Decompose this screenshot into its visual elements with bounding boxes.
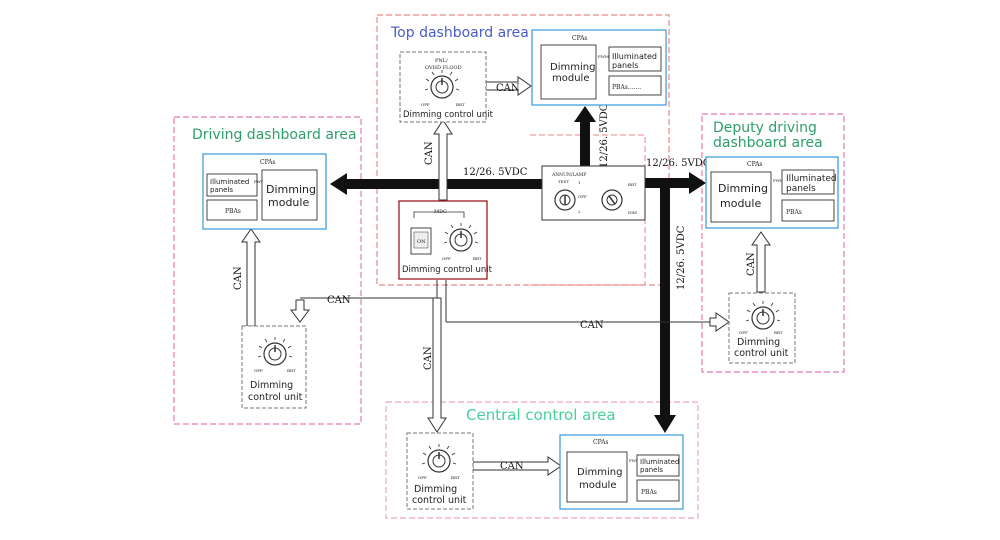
central-dimming-l1: Dimming xyxy=(577,467,622,478)
annun-one: 1 xyxy=(578,180,581,185)
driving-illuminated-l1: Illuminated xyxy=(210,178,249,186)
driving-dashboard-area xyxy=(173,116,362,425)
central-dcu-l2: control unit xyxy=(412,495,467,506)
deputy-off: OFF xyxy=(739,330,748,335)
central-dimming-control-unit: OFF BRT Dimming control unit xyxy=(406,432,474,510)
top-pnl-l2: OVHD FLOOD xyxy=(425,65,462,71)
annun-off: OFF xyxy=(578,194,587,199)
mdc-dcu-label: Dimming control unit xyxy=(402,265,493,275)
top-pbas: PBAs....... xyxy=(612,84,641,91)
can-wiring xyxy=(300,280,720,323)
mdc-brt: BRT xyxy=(473,256,482,261)
top-cpa: CPAs Dimming module PWM Illuminated pane… xyxy=(531,29,667,106)
lamp-test-switch-icon[interactable] xyxy=(554,189,576,211)
mdc-on-text: ON xyxy=(417,239,426,245)
driving-dimming-l2: module xyxy=(268,196,309,209)
deputy-brt: BRT xyxy=(774,330,783,335)
central-area-title: Central control area xyxy=(466,406,616,424)
top-pnl-l1: PNL/ xyxy=(435,58,448,64)
deputy-cpa: CPAs Dimming module PWM Illuminated pane… xyxy=(705,156,839,229)
top-dimming-l1: Dimming xyxy=(550,62,595,73)
power-label-down: 12/26. 5VDC xyxy=(676,225,687,290)
deputy-area-title-line1: Deputy driving xyxy=(713,120,817,136)
can-label-left-branch: CAN xyxy=(327,295,351,306)
deputy-area-title-line2: dashboard area xyxy=(713,135,823,151)
central-off: OFF xyxy=(418,475,427,480)
annun-test: TEST xyxy=(558,179,569,184)
deputy-dcu-l2: control unit xyxy=(734,348,789,359)
annun-two: 2 xyxy=(578,209,581,214)
top-illuminated-l2: panels xyxy=(612,61,638,70)
top-dimming-l2: module xyxy=(552,73,589,84)
annun-brt: BRT xyxy=(628,182,637,187)
top-dimming-control-unit: PNL/ OVHD FLOOD OFF BRT Dimming control … xyxy=(399,51,494,123)
driving-cpa: CPAs Illuminated panels PWM PBAs Dimming… xyxy=(202,153,327,230)
deputy-dimming-l2: module xyxy=(720,197,761,210)
driving-off: OFF xyxy=(254,368,263,373)
central-brt: BRT xyxy=(451,475,460,480)
driving-pwm: PWM xyxy=(254,179,265,184)
power-bus xyxy=(330,106,706,433)
deputy-pbas: PBAs xyxy=(786,209,802,216)
mdc-dimming-control-unit: MDC ON OFF BRT Dimming control unit xyxy=(398,200,493,280)
driving-dcu-l1: Dimming xyxy=(250,380,293,391)
can-label-driving: CAN xyxy=(233,266,244,290)
central-cpa: CPAs Dimming module PWM Illuminated pane… xyxy=(559,434,684,510)
top-cpa-label: CPAs xyxy=(572,35,588,42)
annun-dim: DIM xyxy=(628,210,637,215)
power-label-top: 12/26. 5VDC xyxy=(599,103,610,168)
driving-brt: BRT xyxy=(287,368,296,373)
driving-illuminated-l2: panels xyxy=(210,186,233,194)
driving-dcu-l2: control unit xyxy=(248,392,303,403)
top-area-title: Top dashboard area xyxy=(390,25,529,41)
central-dimming-l2: module xyxy=(579,480,616,491)
top-illuminated-l1: Illuminated xyxy=(612,52,657,61)
can-label-deputy-branch: CAN xyxy=(580,320,604,331)
central-illuminated-l1: Illuminated xyxy=(640,458,679,466)
deputy-cpa-label: CPAs xyxy=(747,161,763,168)
top-off: OFF xyxy=(421,102,430,107)
central-cpa-label: CPAs xyxy=(593,439,609,446)
deputy-dimming-l1: Dimming xyxy=(718,182,768,195)
can-label-down: CAN xyxy=(423,346,434,370)
power-label-left: 12/26. 5VDC xyxy=(463,167,528,178)
brt-dim-switch-icon[interactable] xyxy=(601,189,623,211)
driving-cpa-label: CPAs xyxy=(260,159,276,166)
central-pbas: PBAs xyxy=(641,489,657,496)
driving-dimming-control-unit: OFF BRT Dimming control unit xyxy=(241,325,307,409)
top-dcu-label: Dimming control unit xyxy=(403,110,494,120)
deputy-dcu-l1: Dimming xyxy=(737,337,780,348)
central-control-area xyxy=(385,401,699,519)
annun-label: ANNUN/LAMP xyxy=(551,172,586,178)
deputy-illuminated-l1: Illuminated xyxy=(786,174,837,184)
deputy-pwm: PWM xyxy=(773,178,784,183)
top-dashboard-area xyxy=(376,14,670,286)
can-label-mdc-up: CAN xyxy=(424,141,435,165)
annunciator-lamp-panel: ANNUN/LAMP TEST 1 OFF 2 BRT DIM xyxy=(541,165,646,221)
can-arrows xyxy=(241,76,771,476)
top-brt: BRT xyxy=(456,102,465,107)
deputy-dashboard-area xyxy=(701,113,845,373)
deputy-illuminated-l2: panels xyxy=(786,184,816,194)
driving-dimming-l1: Dimming xyxy=(266,183,316,196)
top-pwm: PWM xyxy=(598,54,609,59)
can-label-top: CAN xyxy=(496,83,520,94)
central-pwm: PWM xyxy=(629,458,640,463)
driving-area-title: Driving dashboard area xyxy=(192,127,357,143)
power-label-right: 12/26. 5VDC xyxy=(646,158,711,169)
central-dcu-l1: Dimming xyxy=(414,484,457,495)
mdc-off: OFF xyxy=(442,256,451,261)
deputy-dimming-control-unit: OFF BRT Dimming control unit xyxy=(728,292,796,364)
can-label-deputy-up: CAN xyxy=(746,252,757,276)
central-illuminated-l2: panels xyxy=(640,466,663,474)
can-label-central: CAN xyxy=(500,461,524,472)
driving-pbas: PBAs xyxy=(225,208,241,215)
